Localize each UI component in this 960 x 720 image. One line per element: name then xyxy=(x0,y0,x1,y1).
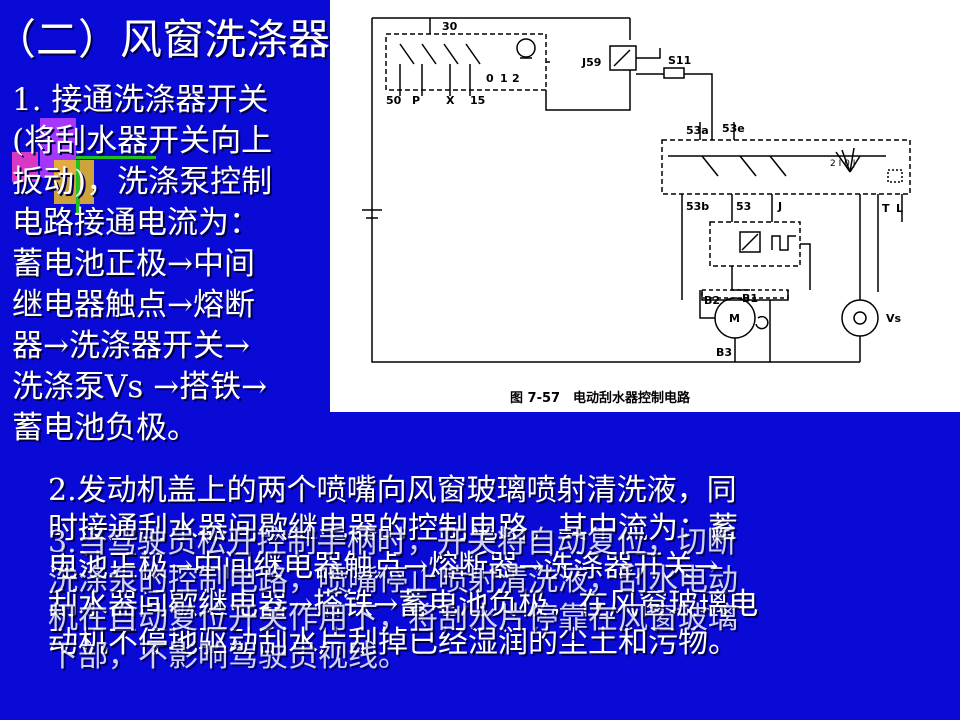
label-j: J xyxy=(777,200,782,213)
wiper-circuit-figure: 30 50 P X 15 0 1 2 J59 S11 53a 53e 53b 5… xyxy=(330,0,960,412)
text-line: (将刮水器开关向上 xyxy=(12,123,273,159)
figure-caption: 图 7-57 电动刮水器控制电路 xyxy=(510,390,691,406)
label-switch-scale: 2 I 0 J xyxy=(830,159,855,169)
paragraph-3-overlay: 3.当驾驶员松开控制手柄时，开关将自动复位，切断 洗涤泵的控制电路，喷嘴停止喷射… xyxy=(48,524,928,676)
label-53a: 53a xyxy=(686,124,709,137)
label-50: 50 xyxy=(386,94,402,107)
label-b3: B3 xyxy=(716,346,732,359)
left-text-block: 1. 接通洗涤器开关 (将刮水器开关向上 扳动)，洗涤泵控制 电路接通电流为： … xyxy=(12,80,332,449)
label-30: 30 xyxy=(442,20,458,33)
label-x: X xyxy=(446,94,455,107)
decorative-block-yellow xyxy=(54,160,94,204)
label-motor: M xyxy=(729,312,740,325)
text-line: 蓄电池正极→中间 xyxy=(12,246,255,282)
text-line: 下部，不影响驾驶员视线。 xyxy=(48,639,408,674)
label-15: 15 xyxy=(470,94,485,107)
text-line: 3.当驾驶员松开控制手柄时，开关将自动复位，切断 xyxy=(48,525,737,560)
text-line: 时接通刮水器间歇继电器的控制电路，其中流为：蓄 xyxy=(48,511,738,546)
text-line: 蓄电池负极。 xyxy=(12,410,198,446)
text-line: 洗涤泵Vs →搭铁→ xyxy=(12,369,268,405)
label-b1: B1 xyxy=(742,292,758,305)
label-p: P xyxy=(412,94,420,107)
paragraph-2: 2.发动机盖上的两个喷嘴向风窗玻璃喷射清洗液，同 时接通刮水器间歇继电器的控制电… xyxy=(48,472,928,662)
text-line: 2.发动机盖上的两个喷嘴向风窗玻璃喷射清洗液，同 xyxy=(48,473,737,508)
circuit-diagram: 30 50 P X 15 0 1 2 J59 S11 53a 53e 53b 5… xyxy=(362,17,911,406)
label-2: 2 xyxy=(512,72,520,85)
text-line: 动机不停地驱动刮水片刮掉已经湿润的尘土和污物。 xyxy=(48,625,738,660)
label-j59: J59 xyxy=(581,56,601,69)
label-53b: 53b xyxy=(686,200,709,213)
label-53: 53 xyxy=(736,200,751,213)
text-line: 电池正极→中间继电器触点→熔断器→洗涤器开关→ xyxy=(48,549,719,584)
label-t: T xyxy=(882,202,890,215)
text-line: 1. 接通洗涤器开关 xyxy=(12,82,269,118)
label-vs: Vs xyxy=(886,312,902,325)
decorative-line xyxy=(76,160,80,214)
label-0: 0 xyxy=(486,72,494,85)
label-s11: S11 xyxy=(668,54,691,67)
text-line: 器→洗涤器开关→ xyxy=(12,328,250,364)
decorative-block-pink xyxy=(12,152,38,182)
decorative-line xyxy=(76,156,156,159)
slide-title: （二）风窗洗涤器 xyxy=(0,15,331,64)
text-line: 继电器触点→熔断 xyxy=(12,287,255,323)
text-line: 洗涤泵的控制电路，喷嘴停止喷射清洗液，刮水电动 xyxy=(48,563,738,598)
label-1: 1 xyxy=(500,72,508,85)
text-line: 电路接通电流为： xyxy=(12,205,260,241)
text-line: 机在自动复位开关作用下，将刮水片停靠在风窗玻璃 xyxy=(48,601,738,636)
text-line: 刮水器间歇继电器→搭铁→蓄电池负极，在风窗玻璃电 xyxy=(48,587,759,622)
label-l: L xyxy=(896,202,903,215)
label-b2: B2 xyxy=(704,294,720,307)
text-line: 扳动)，洗涤泵控制 xyxy=(12,164,273,200)
label-53e: 53e xyxy=(722,122,745,135)
